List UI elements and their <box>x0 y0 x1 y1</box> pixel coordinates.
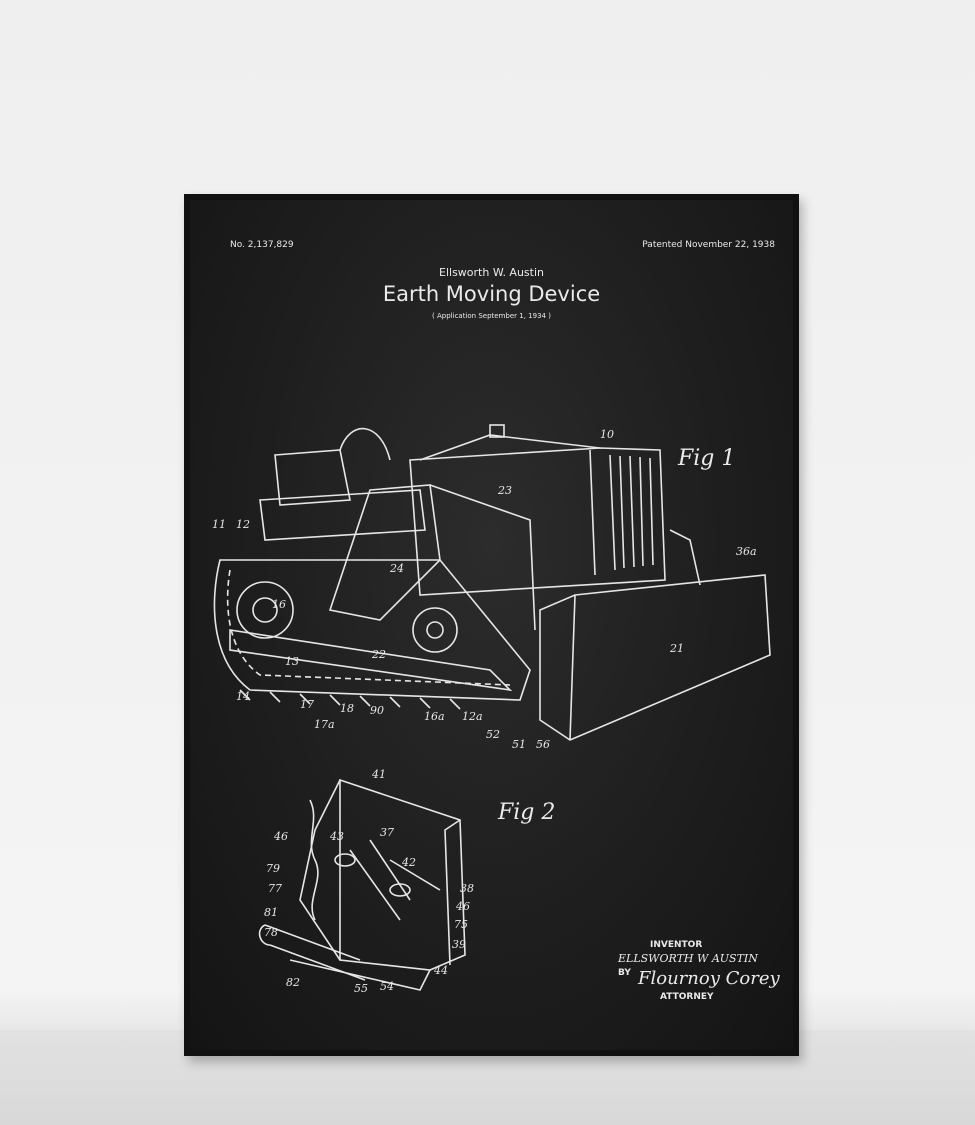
ref-number: 16 <box>272 598 286 611</box>
ref-number: 46 <box>456 900 470 913</box>
ref-number: 43 <box>330 830 344 843</box>
ref-number: 12a <box>462 710 483 723</box>
ref-number: 18 <box>340 702 354 715</box>
ref-number: 24 <box>390 562 404 575</box>
patent-drawing <box>213 424 771 991</box>
ref-number: 23 <box>498 484 512 497</box>
page-title: Earth Moving Device <box>382 282 601 306</box>
ref-number: 44 <box>434 964 448 977</box>
ref-number: 54 <box>380 980 394 993</box>
ref-number: 55 <box>354 982 368 995</box>
ref-number: 46 <box>274 830 288 843</box>
ref-number: 36a <box>736 545 757 558</box>
fig1-label: Fig 1 <box>678 446 736 471</box>
patent-number: No. 2,137,829 <box>230 240 294 250</box>
ref-number: 22 <box>372 648 386 661</box>
ref-number: 17 <box>300 698 314 711</box>
ref-number: 12 <box>236 518 250 531</box>
chalkboard-print: No. 2,137,829 Patented November 22, 1938… <box>190 200 793 1050</box>
application-date: ( Application September 1, 1934 ) <box>432 312 551 320</box>
ref-number: 11 <box>212 518 226 531</box>
ref-number: 21 <box>670 642 684 655</box>
ref-number: 90 <box>370 704 384 717</box>
ref-number: 16a <box>424 710 445 723</box>
blade-detail-figure-2 <box>258 778 466 991</box>
inventor-name: Ellsworth W. Austin <box>439 266 544 279</box>
ref-number: 42 <box>402 856 416 869</box>
bulldozer-figure-1 <box>213 424 771 741</box>
fig2-label: Fig 2 <box>498 800 556 825</box>
patent-date: Patented November 22, 1938 <box>642 240 775 250</box>
ref-number: 38 <box>460 882 474 895</box>
inventor-label: INVENTOR <box>650 940 703 950</box>
ref-number: 41 <box>372 768 386 781</box>
ref-number: 79 <box>266 862 280 875</box>
ref-number: 75 <box>454 918 468 931</box>
by-label: BY <box>618 968 631 978</box>
poster-frame: No. 2,137,829 Patented November 22, 1938… <box>184 194 799 1056</box>
ref-number: 10 <box>600 428 614 441</box>
ref-number: 78 <box>264 926 278 939</box>
ref-number: 56 <box>536 738 550 751</box>
inventor-signature: ELLSWORTH W AUSTIN <box>618 952 758 965</box>
ref-number: 52 <box>486 728 500 741</box>
ref-number: 82 <box>286 976 300 989</box>
ref-number: 51 <box>512 738 526 751</box>
attorney-signature: Flournoy Corey <box>638 968 780 989</box>
ref-number: 81 <box>264 906 278 919</box>
ref-number: 37 <box>380 826 394 839</box>
ref-number: 13 <box>285 655 299 668</box>
ref-number: 77 <box>268 882 282 895</box>
ref-number: 39 <box>452 938 466 951</box>
attorney-label: ATTORNEY <box>660 992 714 1002</box>
ref-number: 17a <box>314 718 335 731</box>
ref-number: 14 <box>236 690 250 703</box>
